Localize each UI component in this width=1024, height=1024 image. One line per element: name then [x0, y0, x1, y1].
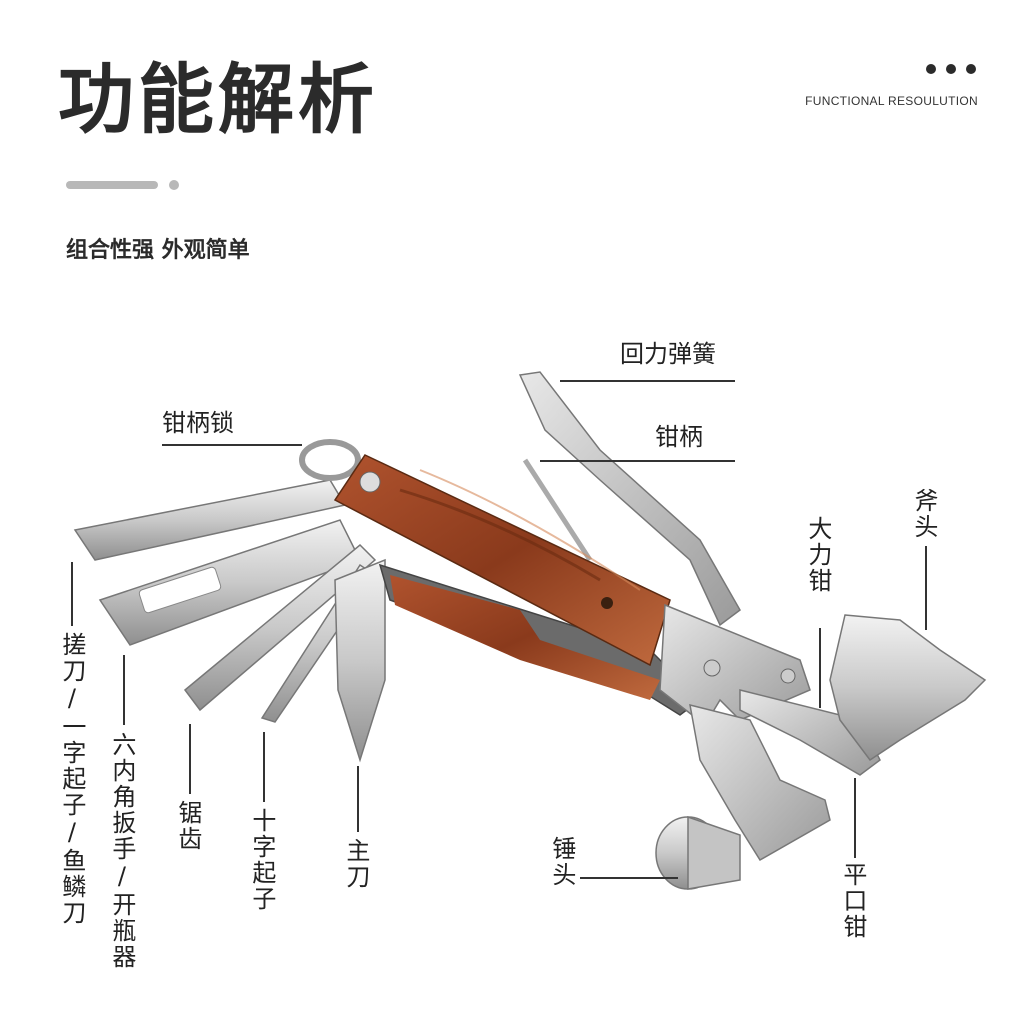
saw-blade-shape [183, 543, 377, 712]
label-phillips: 十字起子 [247, 808, 276, 912]
main-blade-shape [334, 558, 386, 763]
label-vise-pliers: 大力钳 [803, 516, 832, 594]
rivet-shape [359, 471, 381, 493]
rivet-shape-2 [601, 597, 613, 609]
feature-subtitle: 组合性强 外观简单 [66, 238, 250, 263]
lock-ring-shape [299, 439, 361, 481]
label-saw: 锯齿 [173, 800, 202, 852]
decorative-dot [169, 180, 179, 190]
dots-decoration [926, 64, 976, 74]
label-flat-pliers: 平口钳 [838, 862, 867, 940]
label-hammer: 锤头 [547, 836, 576, 888]
label-main-blade: 主刀 [341, 838, 370, 890]
spring-wire-shape [522, 458, 593, 562]
label-spring: 回力弹簧 [620, 340, 716, 368]
page-title: 功能解析 [58, 55, 378, 144]
opener-hole-shape [138, 566, 222, 614]
lower-wood-shape [390, 575, 660, 700]
label-file: 搓刀/一字起子/鱼鳞刀 [57, 632, 86, 926]
decorative-bar [66, 181, 158, 189]
label-axe-head: 斧头 [909, 488, 938, 540]
axe-head-shape [829, 614, 987, 762]
label-plier-handle: 钳柄 [655, 423, 703, 451]
wood-handle-shape [333, 454, 671, 667]
label-handle-lock: 钳柄锁 [162, 409, 234, 437]
english-subtitle: FUNCTIONAL RESOULUTION [805, 94, 978, 108]
label-hex-wrench: 六内角扳手/开瓶器 [107, 732, 136, 970]
plier-handle-shape [518, 371, 741, 627]
head-plate-shape [659, 603, 811, 727]
hammer-neck-shape [689, 703, 831, 862]
